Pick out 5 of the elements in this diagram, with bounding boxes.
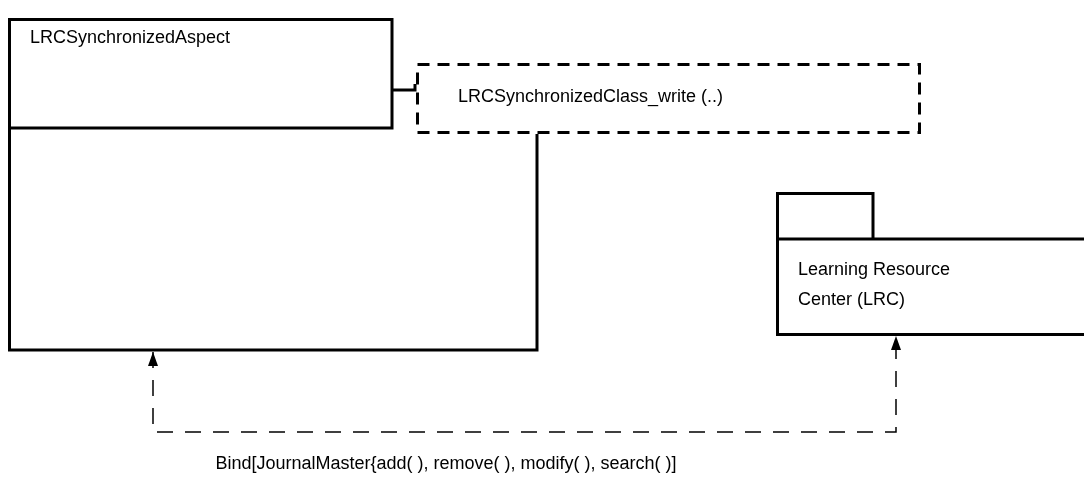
node-label: LRCSynchronizedAspect [30,26,232,49]
node-label: Learning Resource Center (LRC) [798,258,952,311]
node-label: LRCSynchronizedClass_write (..) [458,85,725,109]
dependency-arrow [148,335,901,433]
edge-label: Bind[JournalMaster{add( ), remove( ), modify( ), search( )] [213,453,679,474]
